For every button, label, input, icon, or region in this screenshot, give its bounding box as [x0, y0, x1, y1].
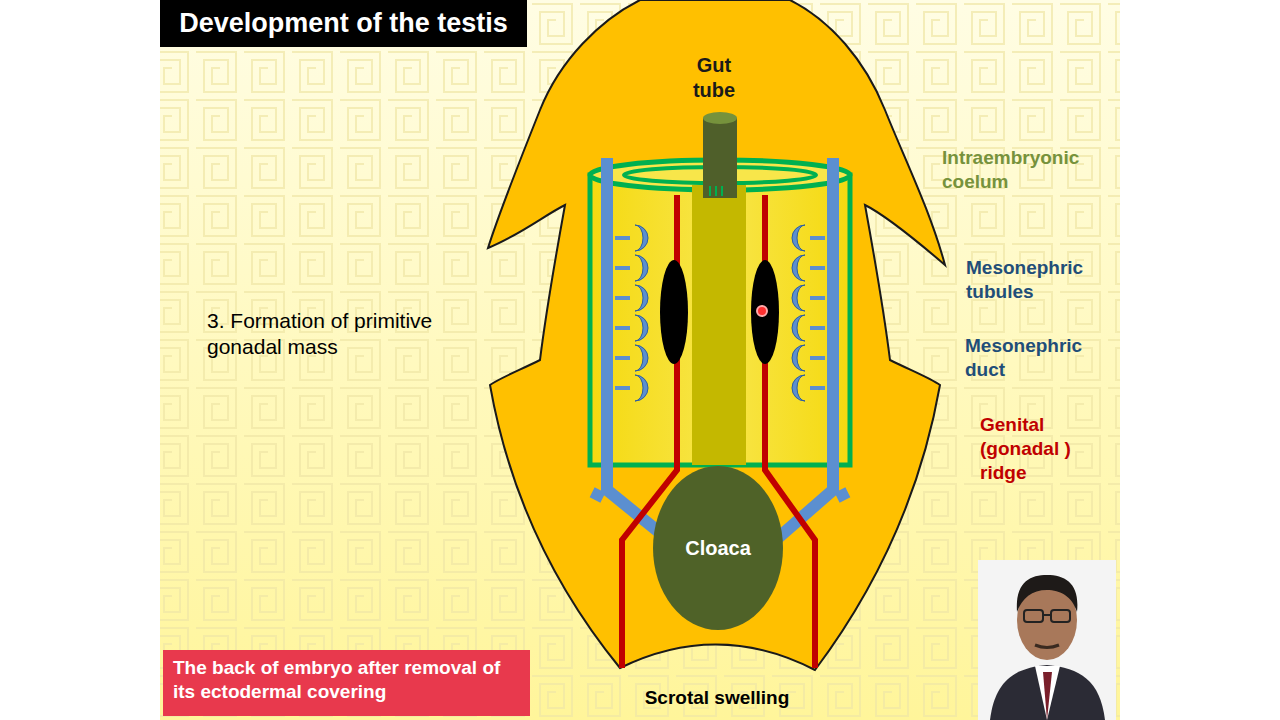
node-text-holder: Cloaca	[653, 466, 783, 630]
mesonephric-tubules	[615, 225, 825, 401]
tubule-crescent	[792, 315, 805, 341]
maze-pattern	[160, 0, 1120, 720]
node-label: Cloaca	[685, 536, 751, 561]
tubule-stalk	[615, 266, 630, 270]
tubule-stalk	[615, 326, 630, 330]
tubule-crescent	[792, 345, 805, 371]
tubule-stalk	[810, 236, 825, 240]
slide-title: Development of the testis	[179, 7, 508, 41]
title-box: Development of the testis	[160, 0, 527, 47]
tubule-stalk	[615, 386, 630, 390]
part-label: Genital (gonadal ) ridge	[980, 413, 1085, 484]
laser-dot	[757, 306, 767, 316]
tubule-crescent	[792, 225, 805, 251]
tubule-crescent	[635, 255, 648, 281]
presenter-hair	[1017, 575, 1078, 612]
tubule-crescent	[635, 285, 648, 311]
gonad	[660, 260, 688, 364]
genital-ridge	[622, 195, 815, 668]
part-label: Scrotal swelling	[567, 686, 867, 710]
ellipse-shape	[653, 466, 783, 630]
part-label: Intraembryonic coelum	[942, 146, 1102, 194]
tubule-stalk	[615, 296, 630, 300]
tubule-stalk	[615, 356, 630, 360]
tubule-crescent	[635, 315, 648, 341]
tubule-crescent	[792, 255, 805, 281]
tubule-stalk	[615, 236, 630, 240]
tubule-crescent	[635, 345, 648, 371]
slide-background	[160, 0, 1120, 720]
tubule-stalk	[810, 326, 825, 330]
coelom-cylinder	[590, 175, 850, 465]
tubule-crescent	[792, 375, 805, 401]
gonad	[751, 260, 779, 364]
tubule-stalk	[810, 266, 825, 270]
caption-box: The back of embryo after removal of its …	[163, 650, 530, 716]
presenter-shirt	[1035, 666, 1060, 720]
part-label: Mesonephric tubules	[966, 256, 1106, 304]
presenter-suit	[990, 665, 1105, 720]
mesentery-marks	[710, 186, 722, 196]
part-label: Mesonephric duct	[965, 334, 1105, 382]
cloaca-ellipse: Cloaca	[653, 466, 783, 630]
tubule-crescent	[792, 285, 805, 311]
gut-tube	[703, 118, 737, 198]
presenter-photo	[978, 560, 1116, 720]
presenter-moustache	[1035, 645, 1059, 648]
embryo-body	[488, 0, 945, 670]
part-label: 3. Formation of primitive gonadal mass	[207, 308, 447, 361]
gut-column	[692, 185, 746, 465]
gut-tube-top	[703, 112, 737, 124]
tubule-crescent	[635, 375, 648, 401]
presenter-tie	[1043, 672, 1052, 720]
tubule-stalk	[810, 296, 825, 300]
caption-text: The back of embryo after removal of its …	[173, 656, 520, 704]
presenter-glasses	[1024, 610, 1070, 622]
tubule-stalk	[810, 386, 825, 390]
tubule-stalk	[810, 356, 825, 360]
part-label: Gut tube	[682, 53, 746, 103]
tubule-crescent	[635, 225, 648, 251]
